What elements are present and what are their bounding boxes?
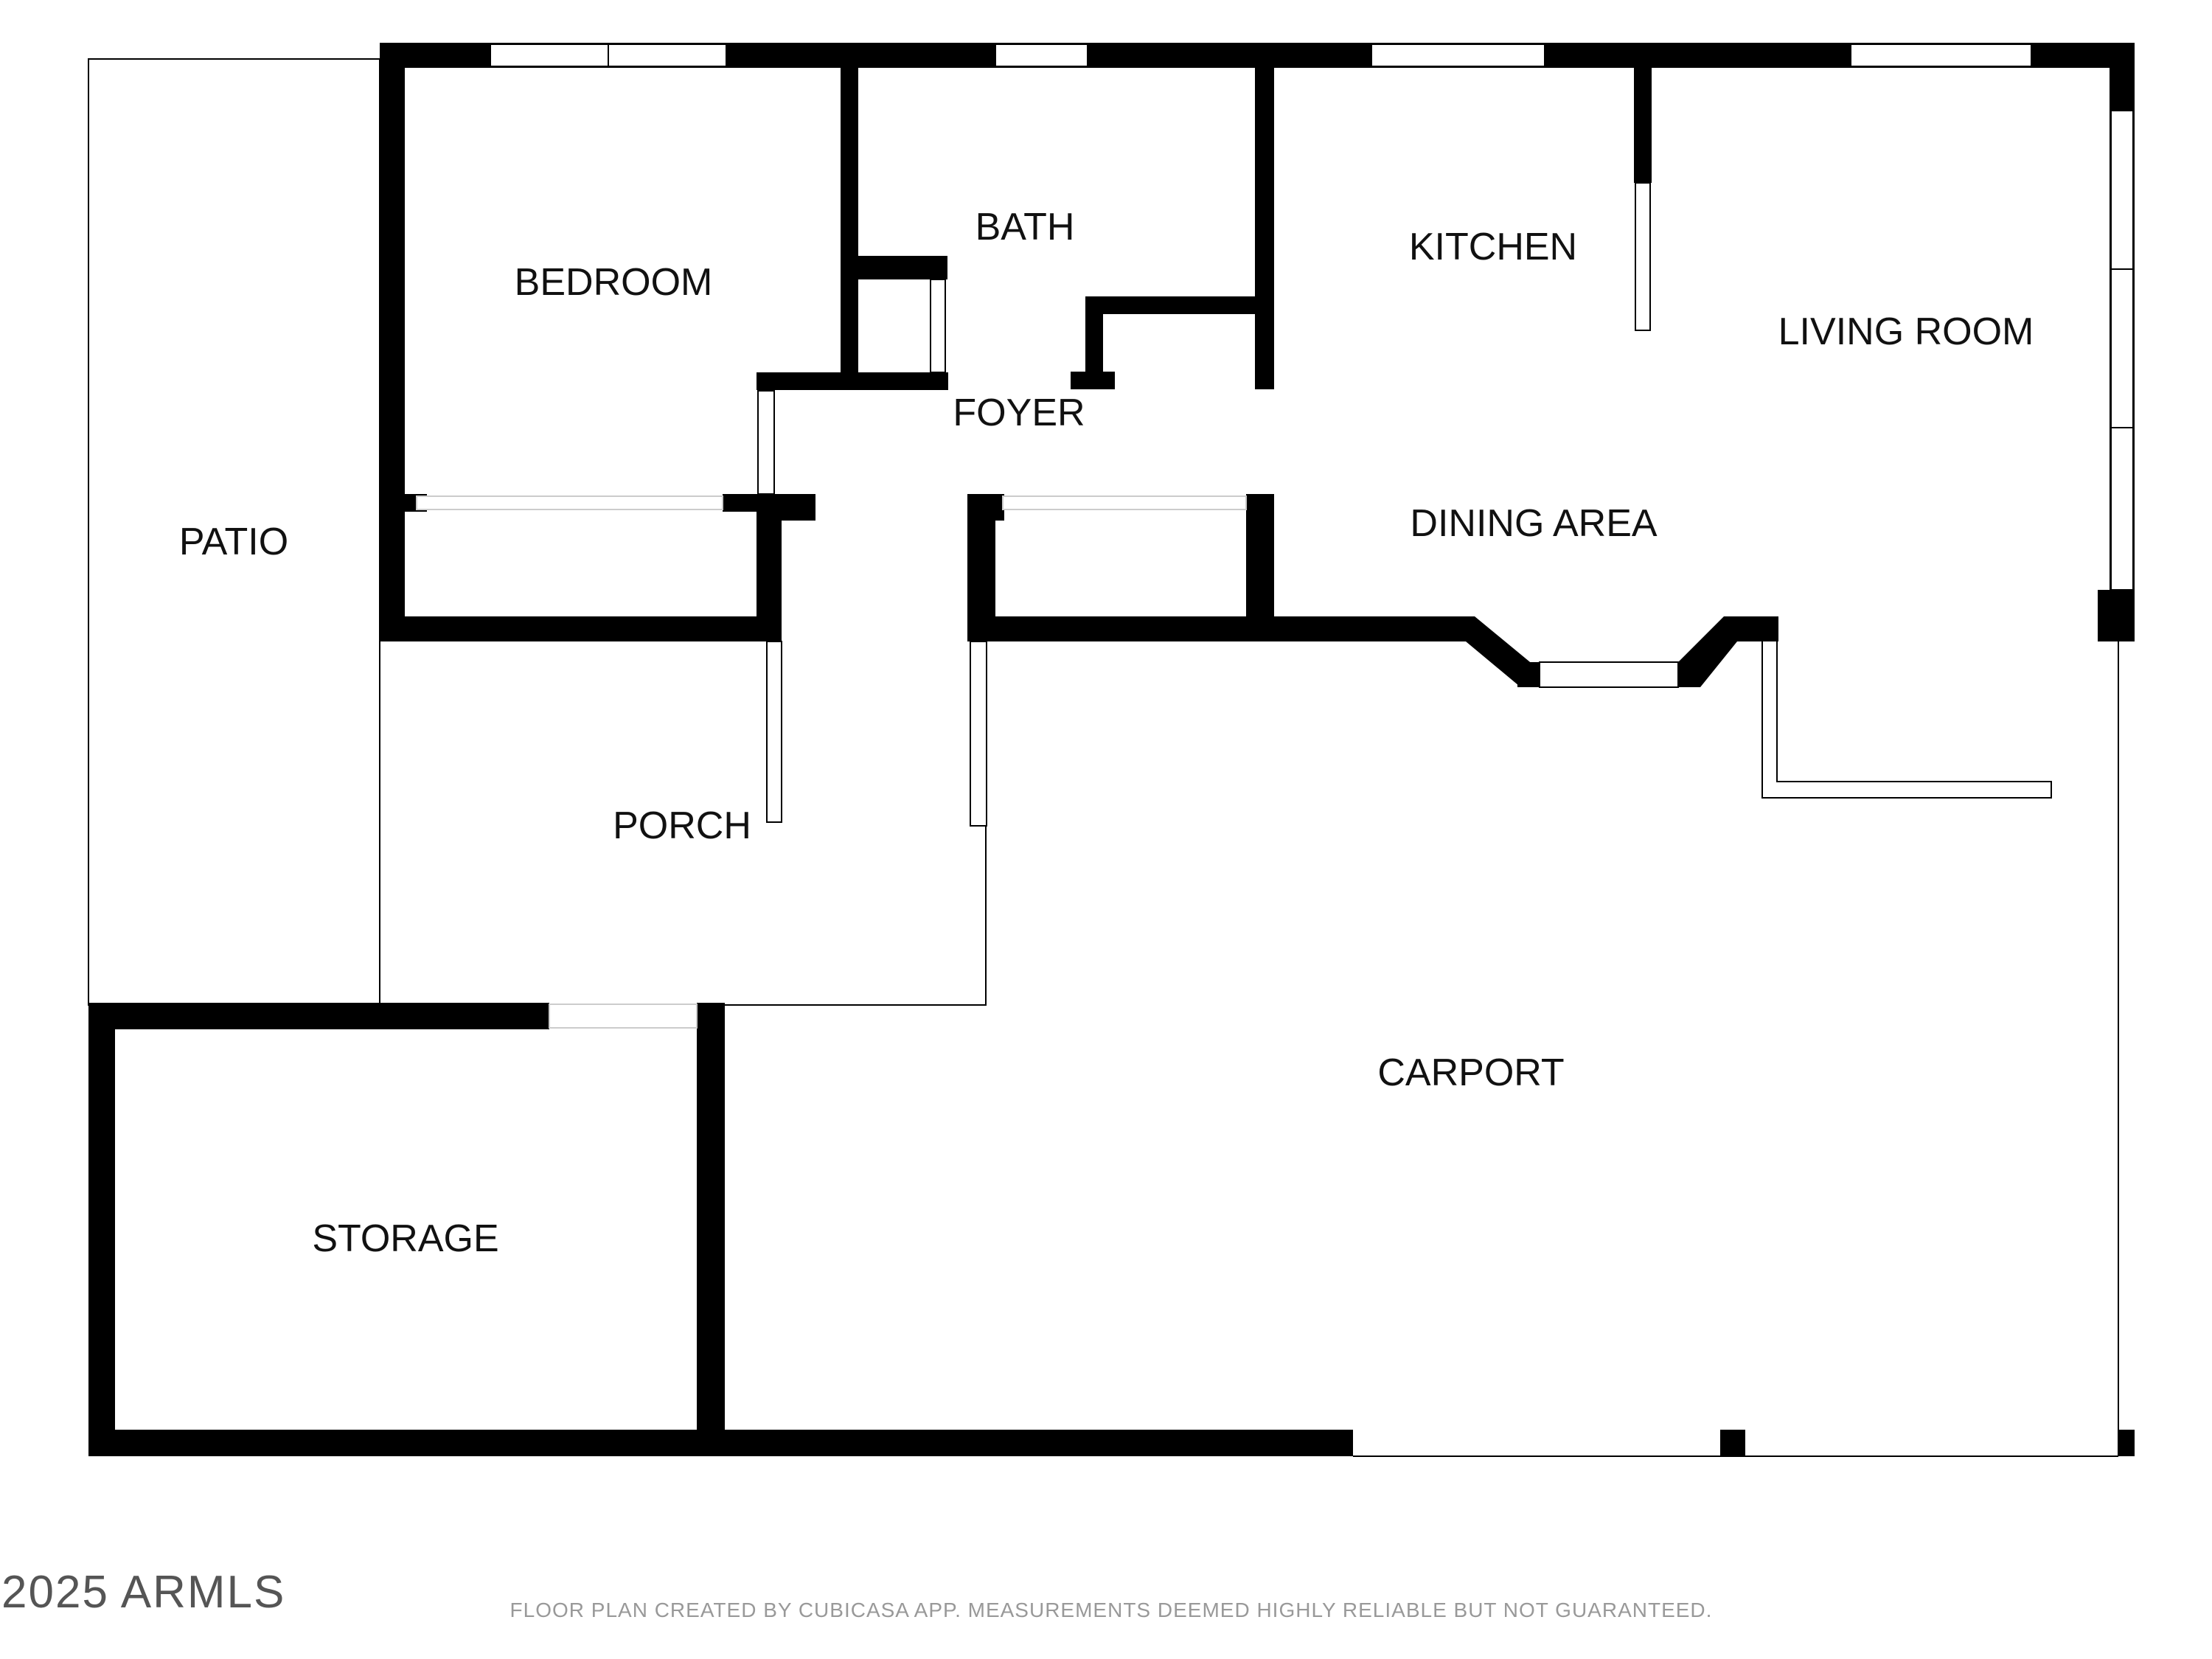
label-dining-area: DINING AREA [1410,502,1657,545]
foyer-left-opening [757,390,775,495]
label-carport: CARPORT [1377,1051,1564,1094]
disclaimer-text: FLOOR PLAN CREATED BY CUBICASA APP. MEAS… [510,1599,1713,1621]
label-patio: PATIO [179,521,288,563]
wall-bath-inner-foot [1071,372,1115,389]
window-bedroom-2 [608,44,727,67]
label-porch: PORCH [613,804,751,847]
window-bath [995,44,1088,67]
wall-foyer-stub [757,494,815,521]
opening-storage-door [549,1004,698,1029]
opening-bedroom-bottom [416,495,723,510]
window-living-right-1 [2110,110,2134,270]
porch-rail [1761,641,2052,799]
label-foyer: FOYER [953,392,1085,434]
kitchen-counter-stub [1635,182,1651,331]
windows [490,44,2134,827]
window-bedroom-1 [490,44,609,67]
label-kitchen: KITCHEN [1409,226,1577,268]
window-living-top [1850,44,2032,67]
label-bath: BATH [975,206,1075,248]
window-living-right-3 [2110,427,2134,591]
wall-storage-left [88,1003,115,1456]
room-labels: BEDROOM BATH KITCHEN LIVING ROOM FOYER D… [179,206,2034,1260]
porch-rail-left [766,641,782,823]
window-living-right-2 [2110,268,2134,428]
window-kitchen [1371,44,1545,67]
wall-bedroom-bottom [380,616,782,641]
label-living-room: LIVING ROOM [1778,310,2034,353]
wall-bath-bottom [757,372,948,390]
wall-bay-right [1678,616,1778,687]
wall-bay-left-post [1517,662,1540,687]
porch-rail-right [970,641,987,827]
wall-dining-bottom [967,616,1540,686]
wall-bottom-post-2 [2118,1430,2135,1456]
wall-storage-right [697,1003,725,1456]
bath-closet-door [930,279,946,373]
wall-kitchen-partition [1634,43,1652,183]
wall-bottom-post-1 [1720,1430,1745,1456]
wall-bottom [88,1430,1353,1456]
label-storage: STORAGE [312,1217,498,1260]
opening-closet-bottom [1002,495,1247,510]
wall-right-bottom-post [2098,590,2135,641]
copyright-watermark: 2025 ARMLS [1,1567,285,1618]
wall-bath-right [1255,43,1274,389]
wall-bath-closet-top [841,256,947,279]
label-bedroom: BEDROOM [515,261,713,304]
wall-bath-inner-top [1085,296,1273,314]
wall-storage-top-left [88,1003,549,1029]
wall-bath-left [841,43,858,389]
window-bay [1539,661,1679,688]
openings [416,495,1247,1029]
wall-left [380,43,405,641]
